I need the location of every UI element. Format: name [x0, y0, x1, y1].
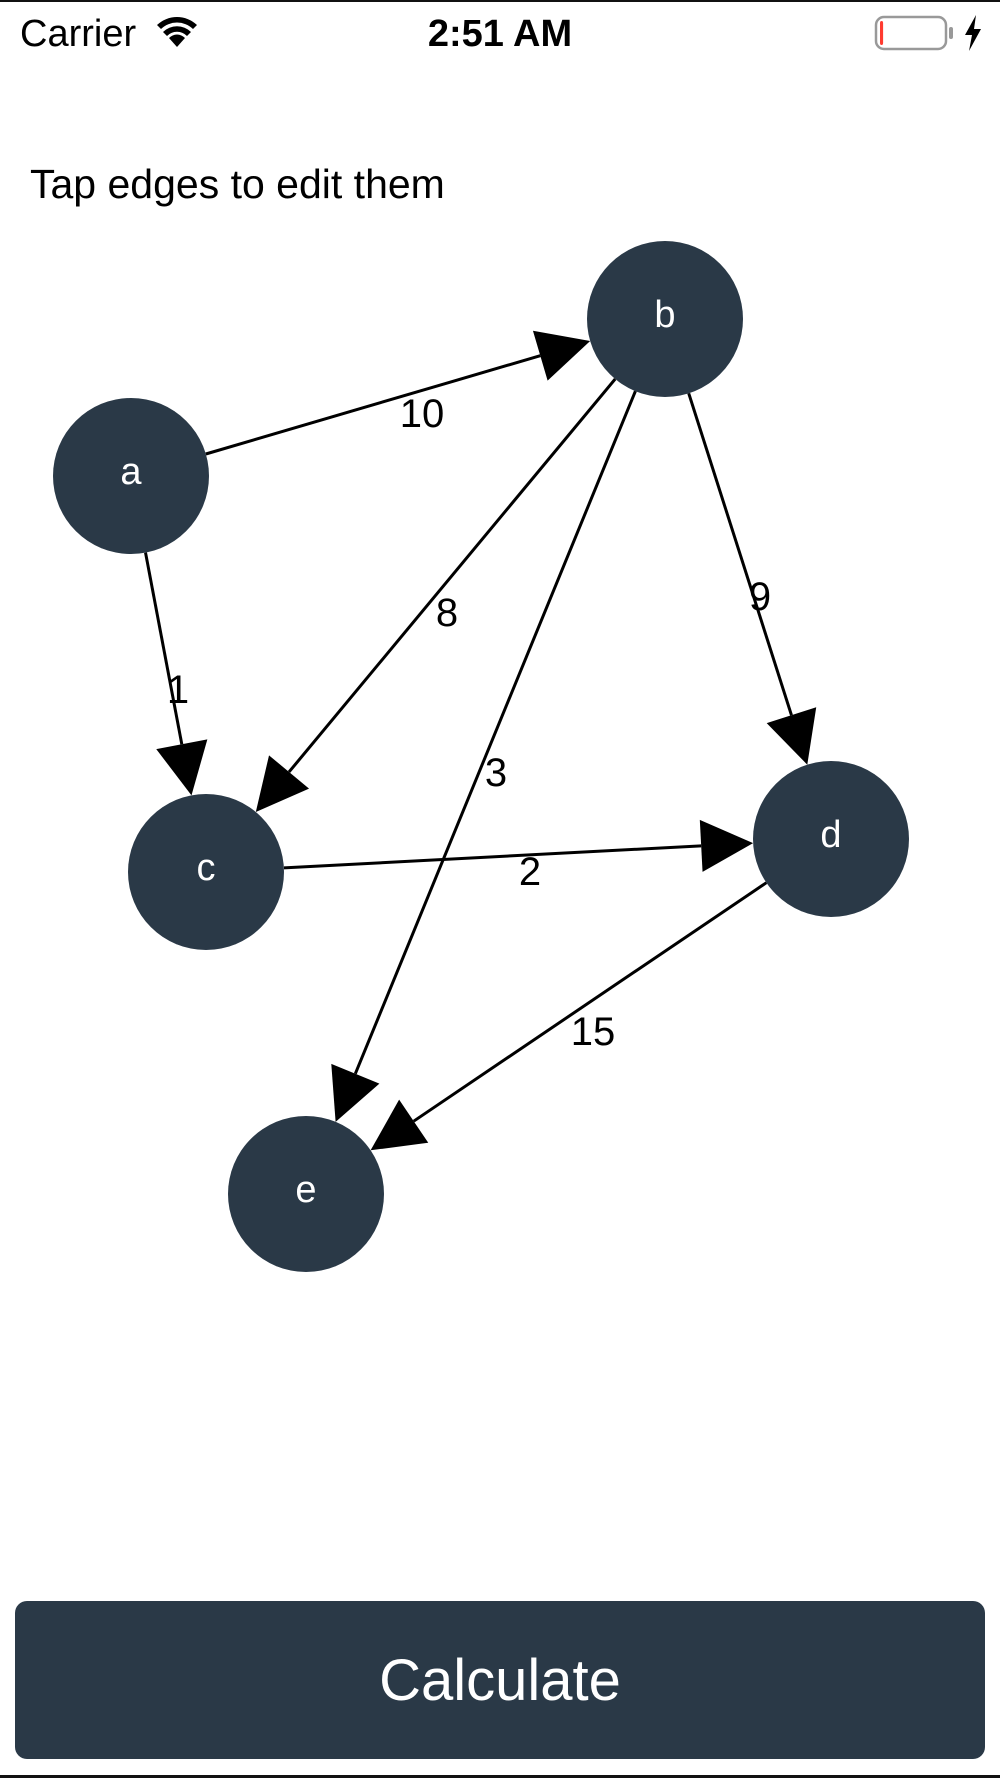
edge-line[interactable] — [687, 392, 793, 716]
screen-bottom-border — [0, 1775, 1000, 1778]
edge-weight-label[interactable]: 2 — [519, 850, 541, 894]
edge-weight-label[interactable]: 10 — [400, 392, 445, 436]
graph-canvas[interactable]: 10 1 8 3 9 2 15 a b c d e — [0, 0, 1000, 1400]
carrier-name: Carrier — [20, 13, 137, 55]
arrowhead-icon[interactable] — [331, 1063, 380, 1122]
node-circle — [228, 1116, 384, 1272]
edge-a-c[interactable]: 1 — [144, 552, 208, 796]
edge-line[interactable] — [287, 378, 617, 773]
node-c: c — [128, 794, 284, 950]
calculate-button[interactable]: Calculate — [15, 1601, 985, 1759]
screen-top-border — [0, 0, 1000, 2]
arrowhead-icon[interactable] — [766, 707, 817, 765]
status-bar: Carrier 2:51 AM — [0, 0, 1000, 66]
edge-b-c[interactable]: 8 — [255, 378, 617, 812]
edge-weight-label[interactable]: 9 — [749, 575, 771, 619]
node-label: e — [295, 1169, 316, 1211]
arrowhead-icon[interactable] — [370, 1099, 429, 1151]
status-time: 2:51 AM — [427, 13, 573, 55]
node-d: d — [753, 761, 909, 917]
charging-bolt-icon — [965, 15, 981, 51]
arrowhead-icon[interactable] — [532, 330, 591, 381]
battery-icon — [874, 15, 953, 51]
edge-a-b[interactable]: 10 — [205, 330, 591, 456]
wifi-icon — [157, 16, 197, 47]
edge-c-d[interactable]: 2 — [283, 819, 754, 894]
edge-weight-label[interactable]: 15 — [571, 1010, 616, 1054]
arrowhead-icon[interactable] — [156, 739, 208, 796]
node-label: a — [120, 451, 142, 493]
instructions-text: Tap edges to edit them — [30, 161, 445, 207]
edge-weight-label[interactable]: 3 — [485, 751, 507, 795]
node-label: d — [820, 814, 841, 856]
node-a: a — [53, 398, 209, 554]
arrowhead-icon[interactable] — [699, 819, 754, 872]
edge-b-e[interactable]: 3 — [331, 390, 637, 1122]
edge-line[interactable] — [353, 390, 637, 1075]
edge-d-e[interactable]: 15 — [370, 881, 768, 1151]
node-circle — [753, 761, 909, 917]
node-circle — [53, 398, 209, 554]
edge-weight-label[interactable]: 1 — [167, 668, 189, 712]
edge-line[interactable] — [144, 552, 184, 745]
node-e: e — [228, 1116, 384, 1272]
edge-b-d[interactable]: 9 — [687, 392, 817, 765]
node-b: b — [587, 241, 743, 397]
node-circle — [587, 241, 743, 397]
edge-line[interactable] — [205, 354, 541, 456]
node-label: b — [654, 294, 675, 336]
edge-weight-label[interactable]: 8 — [436, 591, 458, 635]
edge-line[interactable] — [412, 881, 768, 1123]
arrowhead-icon[interactable] — [255, 755, 310, 812]
node-circle — [128, 794, 284, 950]
edge-line[interactable] — [283, 844, 702, 870]
node-label: c — [197, 847, 216, 889]
